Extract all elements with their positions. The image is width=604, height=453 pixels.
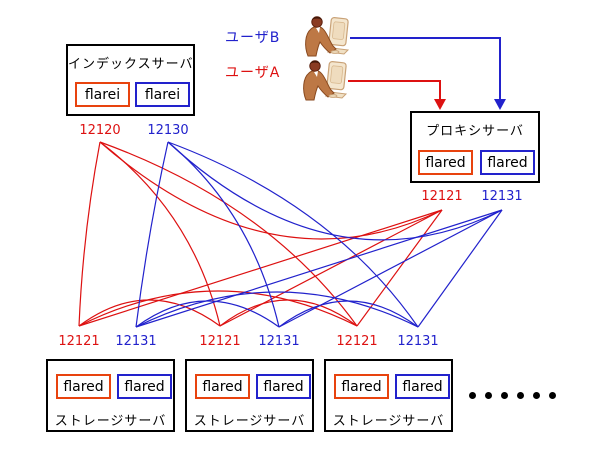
link-proxy-to-storage3-blue	[417, 209, 503, 328]
storage1-flared-red-label: flared	[63, 378, 104, 395]
link-proxy-to-storage3-red	[356, 209, 443, 327]
link-index-to-storage3-red	[99, 141, 358, 327]
storage-server-3-box: flared flared ストレージサーバ	[324, 359, 453, 432]
blue-links	[135, 141, 503, 328]
proxy-flared-daemon-red: flared	[418, 150, 473, 175]
ellipsis-dot	[549, 392, 556, 399]
storage-server-2-title: ストレージサーバ	[193, 414, 306, 429]
storage3-port-blue: 12131	[397, 334, 439, 349]
index-server-box: インデックスサーバ flarei flarei	[66, 44, 195, 116]
storage3-port-red: 12121	[336, 334, 378, 349]
proxy-port-blue: 12131	[481, 189, 523, 204]
link-index-to-proxy-red	[99, 141, 443, 240]
index-port-red: 12120	[79, 123, 121, 138]
storage2-port-blue: 12131	[258, 334, 300, 349]
storage2-flared-blue-label: flared	[263, 378, 304, 395]
storage2-port-red: 12121	[199, 334, 241, 349]
flarei-daemon-blue-label: flarei	[144, 86, 181, 103]
storage-server-2-box: flared flared ストレージサーバ	[185, 359, 314, 432]
storage3-flared-daemon-blue: flared	[395, 374, 450, 399]
index-server-title: インデックスサーバ	[68, 57, 194, 72]
more-servers-ellipsis	[469, 392, 556, 399]
storage1-port-blue: 12131	[115, 334, 157, 349]
storage1-port-red: 12121	[58, 334, 100, 349]
storage2-flared-red-label: flared	[202, 378, 243, 395]
proxy-server-box: プロキシサーバ flared flared	[410, 111, 540, 183]
arrowhead-blue	[494, 99, 506, 110]
ellipsis-dot	[469, 392, 476, 399]
link-index-to-storage2-red	[99, 141, 221, 327]
red-links	[78, 141, 443, 327]
link-index-to-storage1-red	[78, 141, 101, 327]
storage-server-1-box: flared flared ストレージサーバ	[46, 359, 175, 432]
user-a-label: ユーザA	[225, 65, 281, 81]
proxy-port-red: 12121	[421, 189, 463, 204]
proxy-flared-blue-label: flared	[487, 154, 528, 171]
flarei-daemon-red: flarei	[75, 82, 130, 107]
link-index-to-storage3-blue	[167, 141, 419, 328]
flarei-daemon-red-label: flarei	[84, 86, 121, 103]
storage2-flared-daemon-red: flared	[195, 374, 250, 399]
ellipsis-dot	[533, 392, 540, 399]
storage3-flared-red-label: flared	[341, 378, 382, 395]
link-index-to-storage1-blue	[135, 141, 169, 328]
storage1-flared-daemon-blue: flared	[117, 374, 172, 399]
proxy-server-title: プロキシサーバ	[426, 124, 524, 139]
ellipsis-dot	[517, 392, 524, 399]
storage3-flared-daemon-red: flared	[334, 374, 389, 399]
link-proxy-to-storage2-blue	[278, 209, 503, 328]
link-proxy-to-storage2-red	[219, 209, 443, 327]
link-index-to-proxy-blue	[167, 141, 503, 241]
ellipsis-dot	[501, 392, 508, 399]
index-port-blue: 12130	[147, 123, 189, 138]
storage1-flared-blue-label: flared	[124, 378, 165, 395]
storage-server-3-title: ストレージサーバ	[332, 414, 445, 429]
ellipsis-dot	[485, 392, 492, 399]
user-a-arrow	[348, 80, 446, 110]
link-proxy-to-storage1-blue	[135, 209, 503, 328]
user-b-icon	[305, 16, 350, 57]
storage2-flared-daemon-blue: flared	[256, 374, 311, 399]
user-b-arrow	[350, 37, 506, 110]
storage-server-1-title: ストレージサーバ	[54, 414, 167, 429]
user-a-icon	[303, 60, 348, 101]
storage1-flared-daemon-red: flared	[56, 374, 111, 399]
link-storage1-storage3-blue	[135, 291, 419, 328]
user-b-label: ユーザB	[225, 30, 281, 46]
proxy-flared-red-label: flared	[425, 154, 466, 171]
proxy-flared-daemon-blue: flared	[480, 150, 535, 175]
arrowhead-red	[434, 99, 446, 110]
storage3-flared-blue-label: flared	[402, 378, 443, 395]
flarei-daemon-blue: flarei	[135, 82, 190, 107]
link-storage1-storage3-red	[78, 290, 358, 327]
